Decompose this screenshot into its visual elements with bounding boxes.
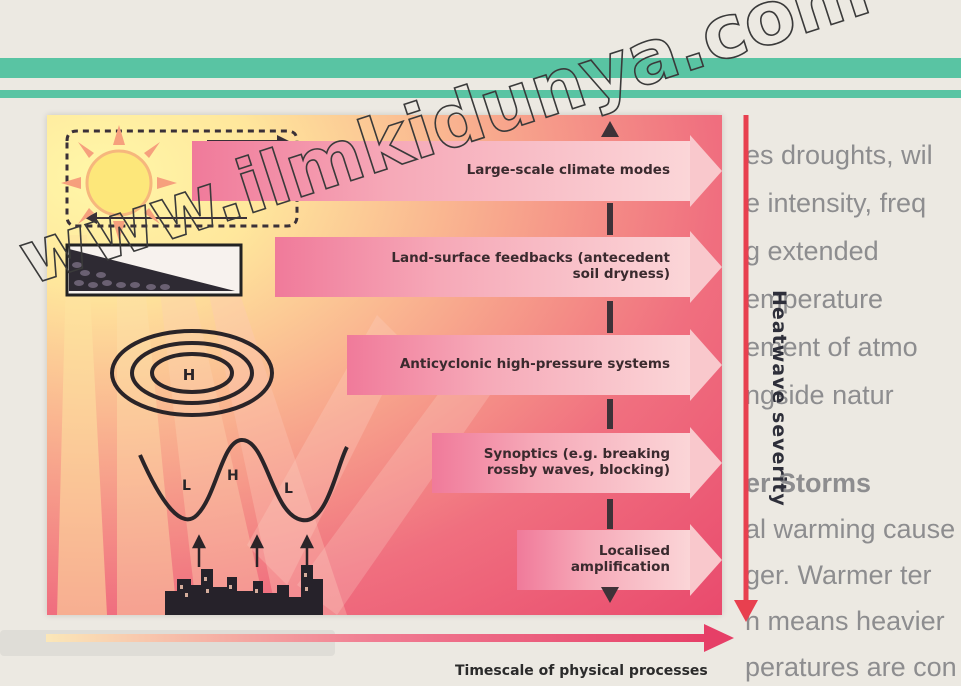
background-text-line: peratures are con — [745, 652, 957, 683]
sun-icon — [59, 123, 179, 243]
process-arrow-anticyclonic: Anticyclonic high-pressure systems — [347, 335, 722, 395]
heatwave-diagram: H L H L — [47, 115, 722, 615]
process-label: Synoptics (e.g. breaking rossby waves, b… — [470, 433, 670, 493]
background-text-line: al warming cause — [745, 514, 955, 545]
process-arrow-land-surface: Land-surface feedbacks (antecedent soil … — [275, 237, 722, 297]
city-skyline-icon — [159, 505, 399, 615]
process-arrow-synoptics: Synoptics (e.g. breaking rossby waves, b… — [432, 433, 722, 493]
anticyclone-contours-icon: H — [107, 325, 287, 425]
severity-axis-label: Heatwave severity — [768, 290, 790, 507]
high-pressure-label: H — [183, 366, 196, 384]
background-text-line: e intensity, freq — [745, 188, 926, 219]
process-label: Land-surface feedbacks (antecedent soil … — [370, 237, 670, 297]
process-label: Large-scale climate modes — [467, 141, 670, 201]
process-label: Anticyclonic high-pressure systems — [400, 335, 670, 395]
background-text-line: ger. Warmer ter — [745, 560, 932, 591]
severity-arrow — [728, 110, 768, 630]
wave-low-label: L — [284, 481, 293, 497]
dashed-axis-arrow — [595, 115, 625, 615]
timescale-arrow — [40, 622, 740, 662]
wave-high-label: H — [227, 468, 239, 484]
process-arrow-climate-modes: Large-scale climate modes — [192, 141, 722, 201]
background-text-line: es droughts, wil — [745, 140, 933, 171]
wave-low-label: L — [182, 478, 191, 494]
background-text-line: h means heavier — [745, 606, 945, 637]
page-header-band — [0, 58, 961, 78]
page-header-rule — [0, 90, 961, 98]
soil-layer-icon — [65, 243, 245, 299]
timescale-axis-label: Timescale of physical processes — [455, 663, 708, 679]
